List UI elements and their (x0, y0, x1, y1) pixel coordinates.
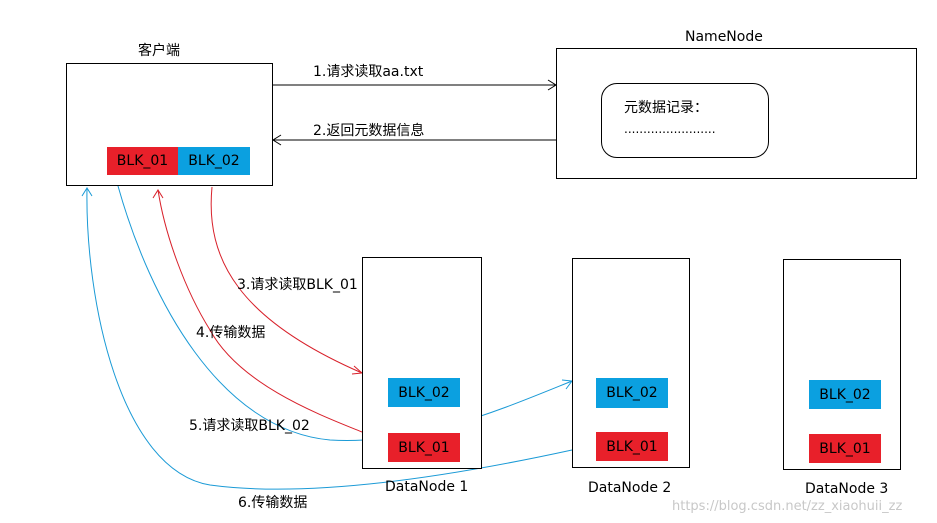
arrow-request-blk01 (210, 186, 363, 374)
step-5-label: 5.请求读取BLK_02 (189, 418, 310, 434)
datanode-2-block-01: BLK_01 (596, 432, 668, 461)
namenode-title: NameNode (685, 29, 763, 45)
client-block-02: BLK_02 (178, 147, 250, 175)
arrow-transfer-blk01 (157, 189, 363, 433)
metadata-title: 元数据记录： (624, 100, 708, 116)
datanode-1-block-01: BLK_01 (388, 433, 460, 462)
step-2-label: 2.返回元数据信息 (313, 123, 425, 139)
client-title: 客户端 (138, 43, 180, 59)
datanode-1-block-02: BLK_02 (388, 378, 460, 407)
datanode-2-name: DataNode 2 (588, 480, 672, 496)
arrow-transfer-blk01-head (152, 189, 164, 199)
arrow-request-blk01-head (351, 365, 364, 375)
arrow-return-metadata-head (272, 134, 282, 146)
step-4-label: 4.传输数据 (196, 325, 266, 341)
step-3-label: 3.请求读取BLK_01 (237, 277, 358, 293)
client-block-01: BLK_01 (107, 147, 178, 175)
arrow-request-blk02 (117, 185, 573, 441)
datanode-3-name: DataNode 3 (805, 481, 889, 497)
arrow-transfer-blk02 (86, 187, 573, 490)
step-6-label: 6.传输数据 (238, 495, 308, 511)
datanode-3-block-01: BLK_01 (809, 434, 881, 463)
metadata-dots: ........................ (624, 122, 716, 136)
datanode-3-block-02: BLK_02 (809, 380, 881, 409)
datanode-2-block-02: BLK_02 (596, 378, 668, 408)
arrow-transfer-blk02-head (81, 187, 93, 197)
datanode-1-name: DataNode 1 (385, 479, 469, 495)
metadata-record-box (601, 83, 769, 158)
step-1-label: 1.请求读取aa.txt (313, 64, 424, 80)
watermark: https://blog.csdn.net/zz_xiaohuii_zz (672, 499, 903, 514)
